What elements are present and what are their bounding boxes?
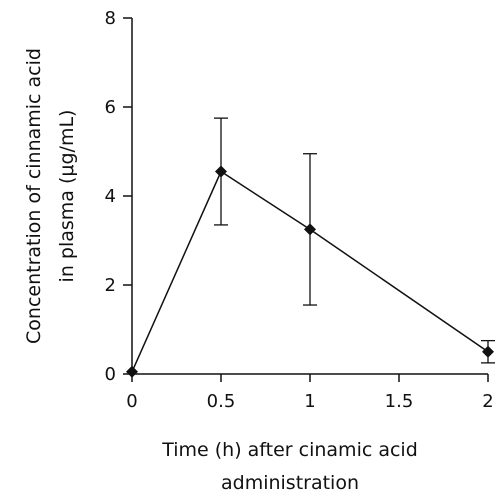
data-point-3 — [482, 345, 494, 358]
x-tick-label-1: 0.5 — [207, 391, 236, 412]
series-layer — [126, 117, 495, 378]
x-tick-label-4: 2 — [482, 391, 493, 412]
x-tick-label-3: 1.5 — [385, 391, 414, 412]
ticks: 0 2 4 6 8 0 0.5 1 1.5 2 — [105, 8, 494, 412]
x-axis-label-line1: Time (h) after cinamic acid — [161, 439, 418, 461]
y-tick-label-4: 8 — [105, 8, 116, 29]
y-tick-label-1: 2 — [105, 275, 116, 296]
series-line-0 — [131, 170, 489, 373]
x-tick-label-2: 1 — [304, 391, 315, 412]
y-axis-label-line2: in plasma (μg/mL) — [56, 110, 78, 283]
x-tick-label-0: 0 — [126, 391, 137, 412]
y-tick-label-3: 6 — [105, 97, 116, 118]
data-point-1 — [215, 165, 227, 178]
y-axis-label-line1: Concentration of cinnamic acid — [23, 48, 45, 344]
x-axis-label-line2: administration — [221, 472, 359, 494]
data-point-0 — [126, 365, 138, 378]
y-tick-label-0: 0 — [105, 364, 116, 385]
y-tick-label-2: 4 — [105, 186, 116, 207]
data-point-2 — [304, 223, 316, 236]
